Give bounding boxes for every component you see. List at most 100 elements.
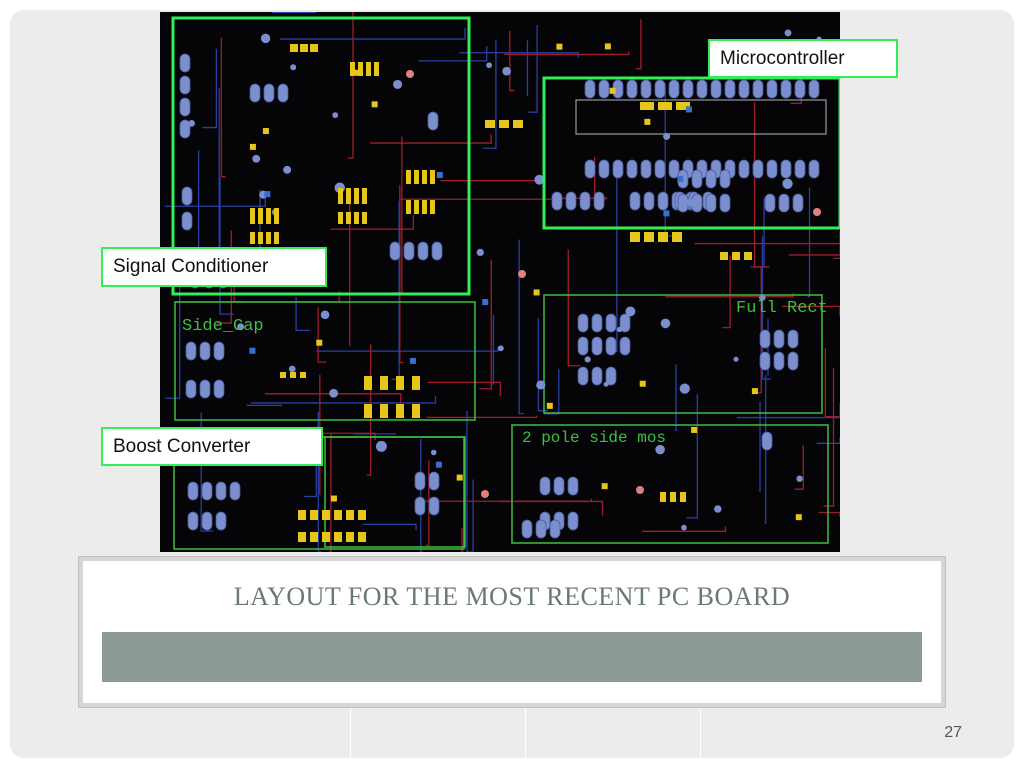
pcb-smd-pad [346,212,351,224]
pcb-trace [164,193,266,207]
pcb-smd-pad [330,495,337,502]
pcb-trace [833,257,840,260]
pcb-pad [215,481,227,501]
pcb-pad [682,79,694,99]
pcb-pad [229,481,241,501]
pcb-pad [654,159,666,179]
pcb-via [476,248,484,257]
pcb-trace [479,259,492,390]
pcb-smd-pad [485,120,495,128]
pcb-smd-pad [366,62,371,76]
pcb-pad [577,336,589,356]
pcb-pad [626,79,638,99]
pcb-pad [403,241,415,261]
pcb-via [430,449,437,456]
pcb-smd-pad [609,87,616,94]
pcb-smd-pad [556,43,563,50]
pcb-trace [427,381,501,397]
pcb-via [759,294,766,301]
pcb-smd-pad [640,102,654,110]
microcontroller-chip-outline [575,99,827,135]
pcb-smd-pad [670,492,676,502]
pcb-smd-pad [316,339,323,346]
pcb-pad [213,341,225,361]
microcontroller-callout: Microcontroller [708,39,898,78]
pcb-pad [199,379,211,399]
pcb-via [497,345,504,352]
pcb-trace [470,479,474,552]
pcb-smd-pad [663,210,670,217]
pcb-smd-pad [436,172,443,179]
pcb-pad [414,496,426,516]
pcb-smd-pad [322,510,330,520]
pcb-trace [220,37,226,178]
pcb-trace [782,305,840,317]
pcb-smd-pad [644,118,651,125]
pcb-mounting-hole [406,70,414,78]
microcontroller-highlight-box [542,76,840,230]
pcb-smd-pad [499,120,509,128]
pcb-trace [761,236,772,380]
pcb-pad [792,193,804,213]
pcb-smd-pad [300,44,308,52]
pcb-pad [808,79,820,99]
pcb-pad [752,159,764,179]
pcb-smd-pad [601,483,608,490]
pcb-section-outlines [173,99,829,550]
pcb-trace [459,52,579,58]
footer-divider [525,708,526,758]
pcb-smd-pad [680,492,686,502]
pcb-trace [528,25,538,113]
pcb-smd-pad [364,404,372,418]
pcb-trace [399,185,404,364]
pcb-mounting-hole [518,270,526,278]
pcb-pad [428,471,440,491]
pcb-pad [710,79,722,99]
pcb-smd-pad [358,510,366,520]
pcb-pads [179,29,822,539]
pcb-smd-pad [371,101,378,108]
pcb-smd-pad [274,208,279,224]
pcb-smd-pad [354,69,361,76]
pcb-smd-pad [660,492,666,502]
pcb-trace [518,239,524,415]
pcb-section-outline [174,301,476,421]
pcb-pad [640,79,652,99]
pcb-smd-pad [513,120,523,128]
pcb-trace [722,255,731,329]
pcb-smd-pad [422,170,427,184]
pcb-via [714,505,722,513]
pcb-smd-pad [406,200,411,214]
pcb-smd-pad [249,143,256,150]
signal-conditioner-callout: Signal Conditioner [101,247,327,287]
pcb-smd-pad [300,372,306,378]
pcb-trace [202,48,218,129]
pcb-smd-pad [430,200,435,214]
pcb-pad [417,241,429,261]
pcb-pad [619,313,631,333]
pcb-via [663,132,671,140]
pcb-label-side-cap: Side_Cap [182,317,264,336]
pcb-trace [694,231,840,245]
pcb-pad [766,159,778,179]
pcb-label-full-rect: Full Rect [736,299,828,318]
pcb-pad [179,119,191,139]
pcb-smd-pad [262,128,269,135]
pcb-pad [738,159,750,179]
pcb-pad [773,329,785,349]
pcb-trace [426,415,538,418]
pcb-pad [657,191,669,211]
pcb-pad [705,193,717,213]
pcb-smd-pad [630,232,640,242]
pcb-pad [535,519,547,539]
pcb-mounting-hole [636,486,644,494]
pcb-via [536,380,546,390]
pcb-pad [577,313,589,333]
slide-title: LAYOUT FOR THE MOST RECENT PC BOARD [233,582,791,611]
pcb-pad [705,169,717,189]
pcb-smd-pad [732,252,740,260]
pcb-pad [389,241,401,261]
pcb-trace [753,102,770,268]
pcb-trace [328,433,332,552]
pcb-trace [504,51,630,56]
